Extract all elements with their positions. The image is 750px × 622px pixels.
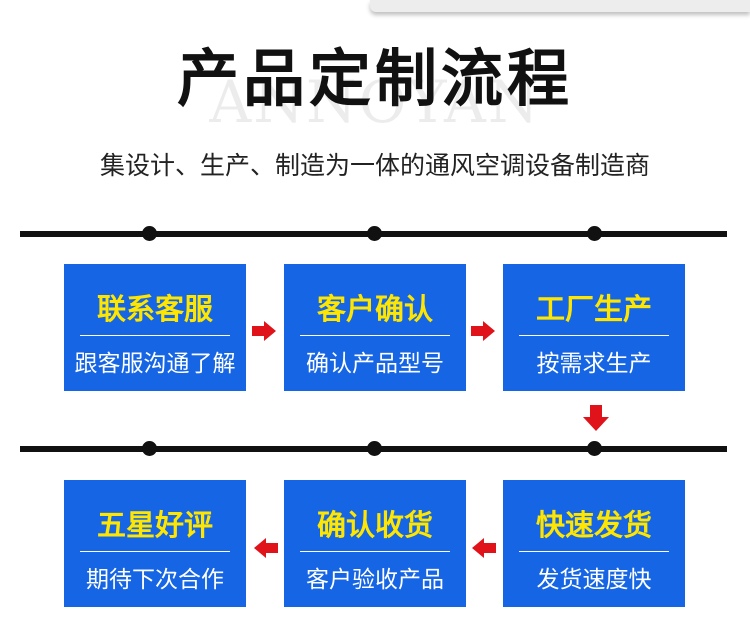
step-divider: [300, 551, 450, 552]
step-desc: 确认产品型号: [306, 351, 444, 377]
step-title: 联系客服: [96, 292, 213, 326]
step-box-fast-shipping: 快速发货 发货速度快: [503, 480, 685, 607]
step-title: 客户确认: [316, 292, 433, 326]
arrow-down-icon: [583, 405, 609, 431]
step-box-contact-service: 联系客服 跟客服沟通了解: [64, 264, 246, 391]
timeline-dot: [587, 226, 602, 241]
top-decor-bar: [370, 0, 750, 12]
timeline-dot: [367, 441, 382, 456]
step-box-customer-confirm: 客户确认 确认产品型号: [284, 264, 466, 391]
page-title: 产品定制流程: [176, 42, 573, 115]
timeline-dot: [142, 441, 157, 456]
page-subtitle: 集设计、生产、制造为一体的通风空调设备制造商: [99, 151, 650, 180]
step-box-confirm-receipt: 确认收货 客户验收产品: [284, 480, 466, 607]
step-divider: [300, 335, 450, 336]
step-divider: [80, 551, 230, 552]
watermark: ANNOYAN: [209, 68, 541, 136]
arrow-right-icon: [252, 321, 276, 341]
step-box-five-star-review: 五星好评 期待下次合作: [64, 480, 246, 607]
step-desc: 跟客服沟通了解: [74, 351, 236, 377]
step-desc: 按需求生产: [536, 351, 652, 377]
step-title: 工厂生产: [535, 292, 652, 326]
step-title: 确认收货: [316, 508, 433, 542]
timeline-dot: [367, 226, 382, 241]
timeline-dot: [587, 441, 602, 456]
step-desc: 发货速度快: [536, 567, 652, 593]
arrow-left-icon: [254, 538, 278, 558]
step-divider: [80, 335, 230, 336]
step-divider: [519, 335, 669, 336]
step-box-factory-production: 工厂生产 按需求生产: [503, 264, 685, 391]
timeline-dot: [142, 226, 157, 241]
arrow-left-icon: [472, 538, 496, 558]
step-desc: 客户验收产品: [306, 567, 444, 593]
step-divider: [519, 551, 669, 552]
arrow-right-icon: [471, 321, 495, 341]
step-title: 五星好评: [96, 508, 213, 542]
step-title: 快速发货: [535, 508, 652, 542]
step-desc: 期待下次合作: [86, 567, 224, 593]
